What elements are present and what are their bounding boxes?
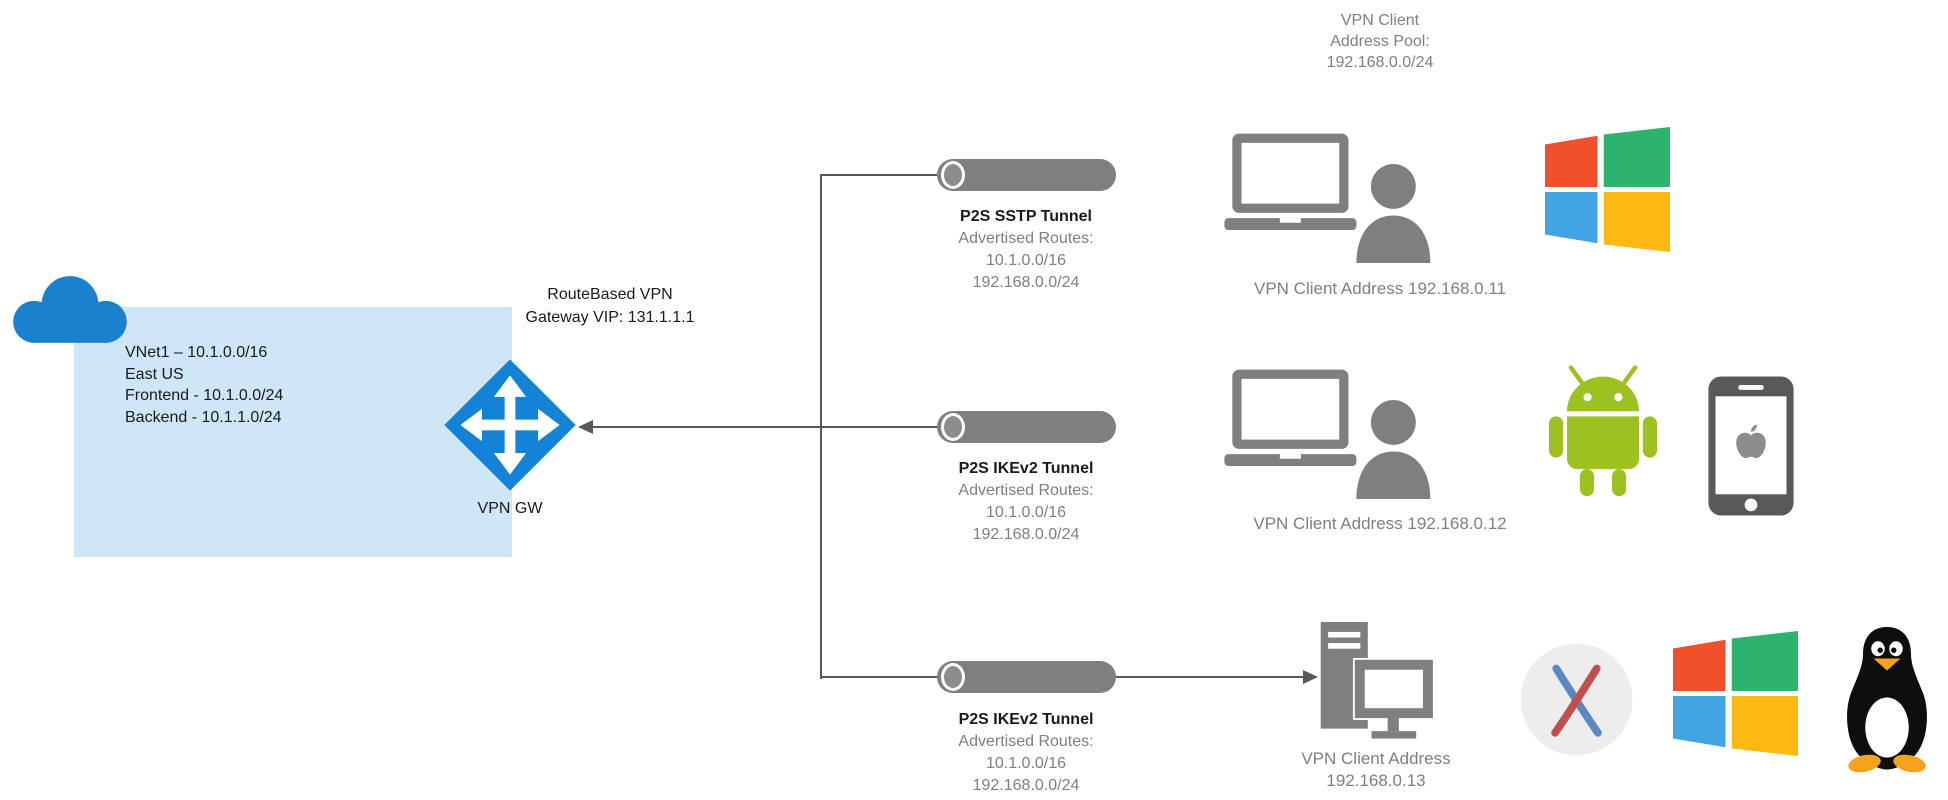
iphone-home-button bbox=[1744, 498, 1758, 512]
tunnel-1 bbox=[937, 159, 1116, 191]
vnet-line-2: East US bbox=[125, 365, 184, 383]
cloud-icon bbox=[13, 276, 127, 343]
gateway-info-text: RouteBased VPN Gateway VIP: 131.1.1.1 bbox=[470, 283, 750, 329]
android-antennae bbox=[1568, 365, 1638, 384]
windows-pane-top-right bbox=[1731, 631, 1798, 691]
gateway-info-line-2: Gateway VIP: 131.1.1.1 bbox=[525, 309, 695, 326]
macos-x-stroke-red bbox=[1551, 664, 1601, 737]
tunnel-2-routes-label: Advertised Routes: bbox=[958, 482, 1094, 499]
android-eye-right bbox=[1614, 393, 1623, 402]
vnet-box bbox=[74, 307, 512, 557]
tunnel-3-routes-label: Advertised Routes: bbox=[958, 733, 1094, 750]
android-body bbox=[1549, 376, 1657, 497]
windows-pane-top-right bbox=[1603, 127, 1670, 187]
linux-tux-icon bbox=[1847, 627, 1927, 773]
macos-x-logo bbox=[1520, 643, 1633, 756]
tunnel-2-title: P2S IKEv2 Tunnel bbox=[958, 460, 1094, 477]
connector-stub-top bbox=[820, 174, 937, 176]
desktop-computer-icon bbox=[1320, 622, 1435, 739]
cloud-shape bbox=[13, 276, 127, 343]
gateway-label: VPN GW bbox=[477, 500, 543, 517]
arrowhead-to-gateway bbox=[578, 420, 593, 434]
connector-to-client-3 bbox=[1116, 676, 1306, 678]
arrowhead-to-client-3 bbox=[1303, 670, 1318, 684]
windows-pane-bottom-left bbox=[1673, 696, 1726, 748]
tunnel-2-route-1: 10.1.0.0/16 bbox=[985, 504, 1067, 521]
vnet-line-4: Backend - 10.1.1.0/24 bbox=[125, 408, 282, 426]
tunnel-3 bbox=[937, 661, 1116, 693]
windows-logo-1 bbox=[1545, 127, 1670, 252]
windows-pane-bottom-right bbox=[1731, 696, 1798, 756]
vnet-line-1: VNet1 – 10.1.0.0/16 bbox=[125, 344, 268, 361]
client-1-label: VPN Client Address 192.168.0.11 bbox=[1253, 279, 1506, 298]
pool-line-3: 192.168.0.0/24 bbox=[1326, 54, 1434, 71]
tux-foot-left bbox=[1848, 754, 1881, 773]
iphone-speaker bbox=[1738, 384, 1764, 390]
connector-main-horizontal bbox=[592, 426, 937, 428]
tower-slot-2 bbox=[1328, 643, 1361, 649]
tux-eye-left bbox=[1871, 641, 1885, 657]
tunnel-1-routes-label: Advertised Routes: bbox=[958, 230, 1094, 247]
tux-pupil-right bbox=[1891, 647, 1897, 653]
tux-pupil-left bbox=[1877, 647, 1883, 653]
tux-belly bbox=[1865, 697, 1909, 758]
tunnel-2-route-2: 192.168.0.0/24 bbox=[972, 526, 1080, 543]
laptop-user-icon-2 bbox=[1224, 369, 1431, 499]
connector-stub-bottom bbox=[820, 676, 937, 678]
apple-logo bbox=[1736, 424, 1766, 459]
gateway-info-line-1: RouteBased VPN bbox=[547, 286, 673, 303]
tunnel-1-label: P2S SSTP Tunnel Advertised Routes: 10.1.… bbox=[906, 206, 1146, 294]
windows-logo-2 bbox=[1673, 631, 1798, 756]
tux-eye-right bbox=[1889, 641, 1903, 657]
windows-pane-bottom-right bbox=[1603, 192, 1670, 252]
windows-pane-top-left bbox=[1545, 135, 1598, 187]
tower-slot-1 bbox=[1328, 631, 1361, 638]
tunnel-2 bbox=[937, 411, 1116, 443]
windows-pane-bottom-left bbox=[1545, 192, 1598, 244]
tunnel-3-title: P2S IKEv2 Tunnel bbox=[958, 711, 1094, 728]
pool-line-1: VPN Client bbox=[1340, 12, 1420, 29]
windows-pane-top-left bbox=[1673, 639, 1726, 691]
tunnel-3-route-1: 10.1.0.0/16 bbox=[985, 755, 1067, 772]
monitor-stand bbox=[1371, 717, 1417, 739]
iphone-icon bbox=[1708, 376, 1794, 516]
gateway-arrows bbox=[460, 375, 560, 475]
android-logo bbox=[1549, 365, 1657, 497]
tunnel-1-title: P2S SSTP Tunnel bbox=[960, 208, 1092, 225]
tunnel-1-route-2: 192.168.0.0/24 bbox=[972, 274, 1080, 291]
tux-foot-right bbox=[1893, 754, 1926, 773]
client-2-label: VPN Client Address 192.168.0.12 bbox=[1253, 514, 1507, 533]
tunnel-3-route-2: 192.168.0.0/24 bbox=[972, 777, 1080, 794]
client-3-label: VPN Client Address 192.168.0.13 bbox=[1216, 748, 1536, 792]
vnet-text: VNet1 – 10.1.0.0/16 East US Frontend - 1… bbox=[125, 342, 283, 428]
vnet-line-3: Frontend - 10.1.0.0/24 bbox=[125, 387, 284, 404]
tux-beak bbox=[1873, 658, 1901, 671]
vpn-gateway-icon bbox=[444, 359, 576, 491]
monitor-frame bbox=[1354, 659, 1433, 719]
tunnel-1-route-1: 10.1.0.0/16 bbox=[985, 252, 1067, 269]
connector-vertical bbox=[820, 174, 822, 679]
vpn-client-address-pool-text: VPN Client Address Pool: 192.168.0.0/24 bbox=[1245, 10, 1515, 73]
pool-line-2: Address Pool: bbox=[1330, 33, 1430, 50]
android-eye-left bbox=[1583, 393, 1592, 402]
tunnel-3-label: P2S IKEv2 Tunnel Advertised Routes: 10.1… bbox=[906, 709, 1146, 797]
laptop-user-icon-1 bbox=[1224, 133, 1431, 263]
client-3-label-line-2: 192.168.0.13 bbox=[1326, 771, 1426, 790]
client-3-label-line-1: VPN Client Address bbox=[1301, 749, 1451, 768]
tunnel-2-label: P2S IKEv2 Tunnel Advertised Routes: 10.1… bbox=[906, 458, 1146, 546]
